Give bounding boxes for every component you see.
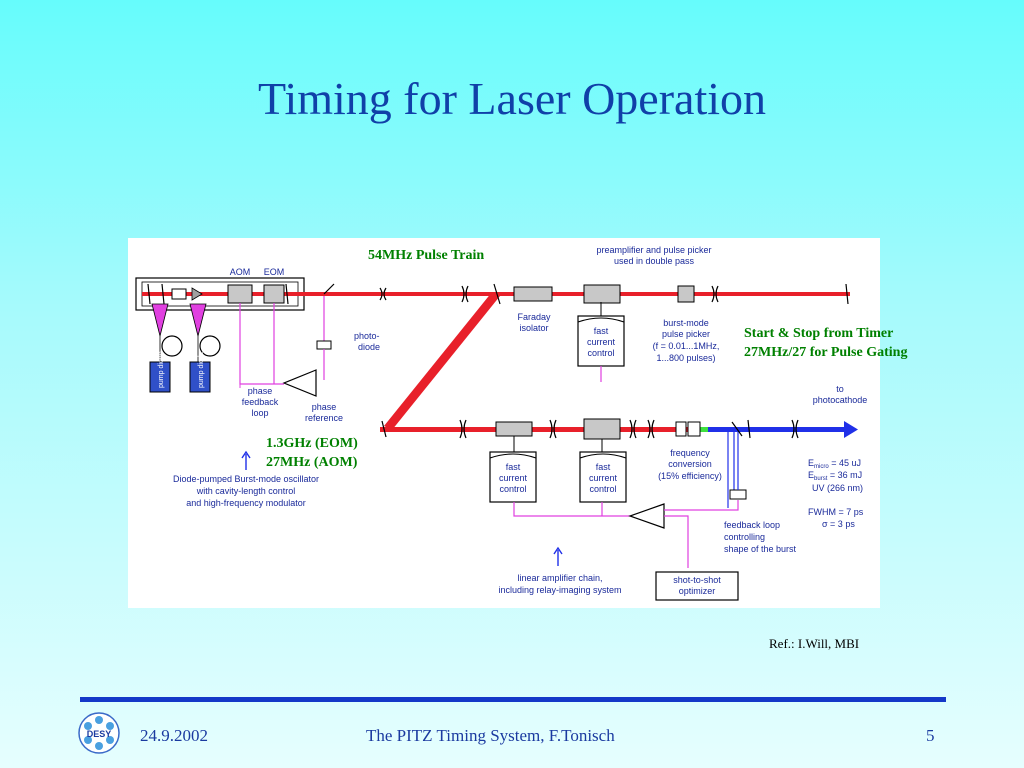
- linear-label-2: including relay-imaging system: [498, 585, 621, 595]
- footer-page-number: 5: [926, 726, 935, 745]
- aom-box: [227, 284, 253, 304]
- to-photocathode-1: to: [836, 384, 844, 394]
- timer-annotation-1: Start & Stop from Timer: [744, 326, 894, 341]
- freq-annotation-1: 1.3GHz (EOM): [266, 436, 358, 451]
- faraday-isolator: [513, 286, 553, 302]
- fast-current-1-3: control: [499, 484, 526, 494]
- feedback-label-2: controlling: [724, 532, 765, 542]
- sigma-label: σ = 3 ps: [822, 519, 855, 529]
- phase-feedback-label-3: loop: [251, 408, 268, 418]
- fast-current-control-2: [579, 451, 627, 503]
- oscillator-label-1: Diode-pumped Burst-mode oscillator: [173, 474, 319, 484]
- linear-label-1: linear amplifier chain,: [517, 573, 602, 583]
- fast-current-control-1: [489, 451, 537, 503]
- fast-current-2-3: control: [589, 484, 616, 494]
- timer-annotation-2: 27MHz/27 for Pulse Gating: [744, 345, 908, 360]
- eom-label: EOM: [264, 267, 285, 277]
- burst-label-4: 1...800 pulses): [656, 353, 715, 363]
- photo-diode-label-2: diode: [358, 342, 380, 352]
- footer-divider: [80, 697, 946, 702]
- middle-beam-red: [380, 427, 698, 432]
- oscillator-label-2: with cavity-length control: [196, 486, 296, 496]
- photo-diode-label-1: photo-: [354, 331, 380, 341]
- fast-current-1-1: fast: [506, 462, 521, 472]
- aom-label: AOM: [230, 267, 251, 277]
- fast-current-1-2: current: [499, 473, 528, 483]
- faraday-label-2: isolator: [519, 323, 548, 333]
- pump-diode-label-1: pump diode: [158, 351, 165, 388]
- pulse-picker: [677, 285, 695, 303]
- reference-note: Ref.: I.Will, MBI: [769, 636, 860, 651]
- preamp-label-1: preamplifier and pulse picker: [596, 245, 711, 255]
- burst-label-2: pulse picker: [662, 329, 710, 339]
- svg-text:DESY: DESY: [87, 729, 112, 739]
- emicro-label: Emicro = 45 uJ: [808, 458, 861, 470]
- burst-label-1: burst-mode: [663, 318, 709, 328]
- footer-date: 24.9.2002: [140, 726, 208, 745]
- uv-label: UV (266 nm): [812, 483, 863, 493]
- shot-to-shot-optimizer: [655, 571, 739, 601]
- slide-title: Timing for Laser Operation: [257, 73, 767, 124]
- burst-label-3: (f = 0.01...1MHz,: [653, 341, 720, 351]
- desy-logo: DESY: [76, 710, 122, 761]
- fast-current-top-3: control: [587, 348, 614, 358]
- oscillator-label-3: and high-frequency modulator: [186, 498, 306, 508]
- to-photocathode-2: photocathode: [813, 395, 868, 405]
- shot-label-2: optimizer: [679, 586, 716, 596]
- uv-beam: [708, 427, 848, 432]
- freq-annotation-2: 27MHz (AOM): [266, 455, 358, 470]
- fwhm-label: FWHM = 7 ps: [808, 507, 864, 517]
- feedback-label-1: feedback loop: [724, 520, 780, 530]
- feedback-label-3: shape of the burst: [724, 544, 797, 554]
- phase-detector: [282, 369, 317, 397]
- fast-current-2-2: current: [589, 473, 618, 483]
- preamp-label-2: used in double pass: [614, 256, 695, 266]
- burst-feedback-amp: [628, 503, 665, 529]
- laser-setup-schematic: AOM EOM: [135, 245, 868, 601]
- freq-conv-1: frequency: [670, 448, 710, 458]
- phase-reference-label-2: reference: [305, 413, 343, 423]
- fast-current-2-1: fast: [596, 462, 611, 472]
- freq-conv-2: conversion: [668, 459, 712, 469]
- pulse-train-annotation: 54MHz Pulse Train: [368, 248, 485, 263]
- eburst-label: Eburst = 36 mJ: [808, 470, 862, 482]
- laser-timing-diagram: AOM EOM: [128, 238, 880, 608]
- phase-reference-label-1: phase: [312, 402, 337, 412]
- faraday-label-1: Faraday: [517, 312, 551, 322]
- fast-current-top-2: current: [587, 337, 616, 347]
- footer-title: The PITZ Timing System, F.Tonisch: [366, 726, 615, 745]
- diagonal-beam: [384, 292, 500, 430]
- fast-current-top-1: fast: [594, 326, 609, 336]
- shot-label-1: shot-to-shot: [673, 575, 721, 585]
- preamplifier: [583, 284, 621, 304]
- pump-diode-label-2: pump diode: [198, 351, 205, 388]
- eom-box: [263, 284, 285, 304]
- freq-conv-3: (15% efficiency): [658, 471, 722, 481]
- phase-feedback-label-1: phase: [248, 386, 273, 396]
- pump-diode-2: [189, 361, 211, 393]
- phase-feedback-label-2: feedback: [242, 397, 279, 407]
